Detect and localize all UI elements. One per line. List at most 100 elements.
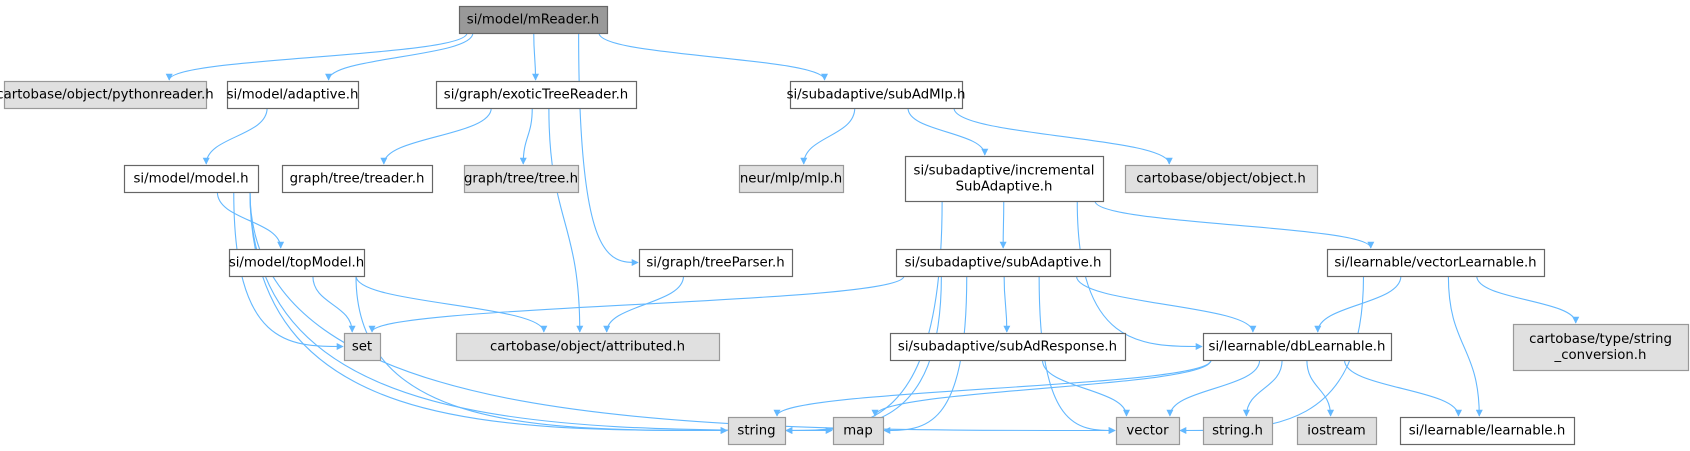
node-db-learnable[interactable]: si/learnable/dbLearnable.h — [1202, 332, 1393, 362]
node-box — [228, 248, 366, 278]
node-vector-learnable[interactable]: si/learnable/vectorLearnable.h — [1326, 248, 1546, 278]
edge-vector-learnable-to-string-conversion — [1476, 275, 1580, 324]
node-label: si/model/model.h — [133, 172, 248, 187]
edge-exotic-tree-reader-to-attributed — [548, 107, 584, 333]
edge-sub-adaptive-to-map — [883, 275, 968, 434]
node-label: neur/mlp/mlp.h — [740, 172, 842, 187]
node-box — [1202, 416, 1274, 446]
node-label: si/model/mReader.h — [467, 13, 599, 28]
node-box — [1115, 416, 1181, 446]
edge-db-learnable-to-iostream — [1306, 359, 1335, 417]
edge-sub-adaptive-to-db-learnable — [1075, 275, 1257, 333]
node-box — [738, 164, 845, 194]
node-box — [455, 332, 721, 362]
node-box — [895, 248, 1112, 278]
node-vector[interactable]: vector — [1115, 416, 1181, 446]
edge-sub-adaptive-to-set — [368, 275, 905, 333]
node-attributed[interactable]: cartobase/object/attributed.h — [455, 332, 721, 362]
node-sub-adaptive[interactable]: si/subadaptive/subAdaptive.h — [895, 248, 1112, 278]
node-label: cartobase/object/object.h — [1136, 172, 1306, 187]
node-label: map — [843, 424, 873, 439]
edge-db-learnable-to-learnable — [1343, 359, 1462, 417]
node-box — [789, 80, 964, 110]
node-tree-parser[interactable]: si/graph/treeParser.h — [638, 248, 794, 278]
node-label: si/subadaptive/subAdaptive.h — [905, 256, 1102, 271]
node-string[interactable]: string — [727, 416, 787, 446]
node-box — [463, 164, 580, 194]
node-set[interactable]: set — [343, 332, 382, 362]
node-label: si/model/topModel.h — [229, 256, 364, 271]
node-learnable[interactable]: si/learnable/learnable.h — [1399, 416, 1576, 446]
edge-top-model-to-attributed — [355, 275, 548, 333]
edge-exotic-tree-reader-to-treader — [380, 107, 492, 165]
node-label: string — [737, 424, 775, 439]
node-adaptive[interactable]: si/model/adaptive.h — [226, 80, 360, 110]
edge-vector-learnable-to-db-learnable — [1314, 275, 1402, 333]
node-top-model[interactable]: si/model/topModel.h — [228, 248, 366, 278]
node-label: graph/tree/tree.h — [464, 172, 578, 187]
node-m-reader: si/model/mReader.h — [458, 5, 609, 35]
node-box — [226, 80, 360, 110]
edge-incremental-sub-adaptive-to-string — [785, 200, 943, 434]
node-label: si/subadaptive/subAdMlp.h — [787, 88, 966, 103]
edge-vector-learnable-to-learnable — [1447, 275, 1483, 417]
node-label: _conversion.h — [1554, 348, 1647, 363]
node-string-h[interactable]: string.h — [1202, 416, 1274, 446]
edge-db-learnable-to-map — [871, 359, 1212, 417]
node-label: SubAdaptive.h — [956, 180, 1053, 195]
node-label: si/learnable/learnable.h — [1409, 424, 1566, 439]
edge-model-to-set — [233, 191, 344, 350]
node-box — [1202, 332, 1393, 362]
node-string-conversion[interactable]: cartobase/type/string_conversion.h — [1512, 323, 1690, 372]
node-box — [904, 155, 1105, 203]
edge-sub-adaptive-to-sub-ad-response — [1003, 275, 1011, 333]
node-label: cartobase/type/string — [1529, 332, 1672, 347]
node-map[interactable]: map — [832, 416, 885, 446]
edge-model-to-map — [249, 191, 833, 434]
node-sub-ad-mlp[interactable]: si/subadaptive/subAdMlp.h — [787, 80, 966, 110]
node-box — [1326, 248, 1546, 278]
node-model[interactable]: si/model/model.h — [123, 164, 260, 194]
edge-model-to-vector — [249, 191, 1116, 434]
node-tree[interactable]: graph/tree/tree.h — [463, 164, 580, 194]
edge-db-learnable-to-string-h — [1242, 359, 1283, 417]
node-label: si/subadaptive/incremental — [914, 164, 1095, 179]
edge-exotic-tree-reader-to-tree — [519, 107, 533, 165]
node-label: cartobase/object/attributed.h — [490, 340, 685, 355]
edge-adaptive-to-model — [202, 107, 268, 165]
node-box — [1512, 323, 1690, 372]
node-box — [727, 416, 787, 446]
edge-m-reader-to-tree-parser — [578, 32, 639, 266]
node-box — [638, 248, 794, 278]
edge-db-learnable-to-string — [773, 359, 1212, 417]
node-box — [1399, 416, 1576, 446]
edge-sub-ad-mlp-to-object — [953, 107, 1173, 165]
node-pythonreader[interactable]: cartobase/object/pythonreader.h — [0, 80, 214, 110]
node-object[interactable]: cartobase/object/object.h — [1124, 164, 1319, 194]
node-label: string.h — [1212, 424, 1263, 439]
edges-layer — [165, 32, 1580, 434]
edge-sub-ad-response-to-vector — [1041, 359, 1130, 417]
edge-m-reader-to-exotic-tree-reader — [532, 32, 540, 81]
node-box — [281, 164, 434, 194]
edge-sub-adaptive-to-string — [785, 275, 942, 434]
node-label: si/learnable/vectorLearnable.h — [1334, 256, 1536, 271]
node-label: si/model/adaptive.h — [227, 88, 359, 103]
node-mlp[interactable]: neur/mlp/mlp.h — [738, 164, 845, 194]
node-box — [889, 332, 1127, 362]
node-box — [832, 416, 885, 446]
node-label: graph/tree/treader.h — [290, 172, 425, 187]
node-box — [435, 80, 638, 110]
edge-sub-ad-mlp-to-mlp — [800, 107, 856, 165]
node-label: si/graph/treeParser.h — [646, 256, 784, 271]
edge-sub-ad-mlp-to-incremental-sub-adaptive — [907, 107, 989, 156]
node-box — [1124, 164, 1319, 194]
node-exotic-tree-reader[interactable]: si/graph/exoticTreeReader.h — [435, 80, 638, 110]
node-box — [123, 164, 260, 194]
edge-top-model-to-string — [355, 275, 728, 434]
node-sub-ad-response[interactable]: si/subadaptive/subAdResponse.h — [889, 332, 1127, 362]
node-label: si/learnable/dbLearnable.h — [1209, 340, 1386, 355]
node-treader[interactable]: graph/tree/treader.h — [281, 164, 434, 194]
node-iostream[interactable]: iostream — [1296, 416, 1378, 446]
